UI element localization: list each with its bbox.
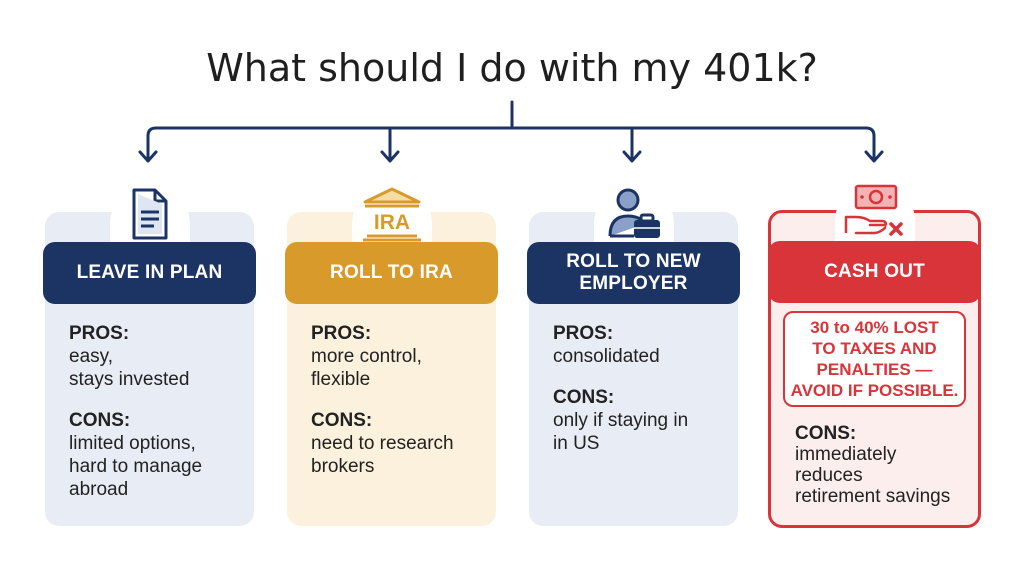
- option-label: CASH OUT: [824, 261, 925, 282]
- pros-text: consolidated: [553, 346, 660, 367]
- bank-ira-icon: IRA: [351, 184, 432, 244]
- cons-text: immediately reduces retirement savings: [795, 444, 951, 507]
- person-briefcase-icon: [593, 184, 674, 244]
- cons-heading: CONS:: [311, 410, 373, 431]
- pros-section: PROS: consolidated: [553, 322, 728, 368]
- option-details: PROS: easy, stays invested CONS: limited…: [69, 322, 244, 501]
- pros-heading: PROS:: [553, 323, 614, 344]
- option-label: LEAVE IN PLAN: [76, 262, 223, 283]
- cons-heading: CONS:: [553, 387, 615, 408]
- option-card-leave-in-plan: LEAVE IN PLAN PROS: easy, stays invested…: [43, 184, 256, 526]
- cons-text: need to research brokers: [311, 433, 454, 477]
- diagram-title: What should I do with my 401k?: [206, 46, 818, 90]
- option-label: ROLL TO IRA: [330, 262, 453, 283]
- ira-icon-text: IRA: [373, 211, 409, 234]
- cons-text: limited options, hard to manage abroad: [69, 433, 203, 500]
- option-banner: CASH OUT: [768, 241, 981, 303]
- option-label: ROLL TO NEW EMPLOYER: [566, 251, 701, 294]
- cons-heading: CONS:: [69, 410, 131, 431]
- cons-text: only if staying in in US: [553, 410, 689, 454]
- cons-section: CONS: limited options, hard to manage ab…: [69, 409, 244, 501]
- document-icon: [109, 184, 190, 244]
- option-details: PROS: more control, flexible CONS: need …: [311, 322, 486, 478]
- option-banner: ROLL TO IRA: [285, 242, 498, 304]
- option-banner: ROLL TO NEW EMPLOYER: [527, 242, 740, 304]
- option-details: PROS: consolidated CONS: only if staying…: [553, 322, 728, 455]
- option-banner: LEAVE IN PLAN: [43, 242, 256, 304]
- cons-section: CONS: need to research brokers: [311, 409, 486, 478]
- cons-section: CONS: immediately reduces retirement sav…: [795, 423, 968, 507]
- option-card-roll-to-ira: IRA ROLL TO IRA PROS: more control, flex…: [285, 184, 498, 526]
- pros-heading: PROS:: [311, 323, 372, 344]
- option-card-roll-to-new-employer: ROLL TO NEW EMPLOYER PROS: consolidated …: [527, 184, 740, 526]
- cash-hand-x-icon: [834, 181, 915, 241]
- pros-heading: PROS:: [69, 323, 130, 344]
- pros-section: PROS: more control, flexible: [311, 322, 486, 391]
- option-card-cash-out: CASH OUT 30 to 40% LOST TO TAXES AND PEN…: [768, 181, 981, 528]
- pros-text: easy, stays invested: [69, 346, 190, 390]
- warning-box: 30 to 40% LOST TO TAXES AND PENALTIES — …: [783, 311, 966, 407]
- cons-section: CONS: only if staying in in US: [553, 386, 728, 455]
- cons-heading: CONS:: [795, 423, 857, 444]
- pros-text: more control, flexible: [311, 346, 422, 390]
- option-details: CONS: immediately reduces retirement sav…: [795, 423, 968, 507]
- warning-text: 30 to 40% LOST TO TAXES AND PENALTIES — …: [790, 318, 959, 400]
- pros-section: PROS: easy, stays invested: [69, 322, 244, 391]
